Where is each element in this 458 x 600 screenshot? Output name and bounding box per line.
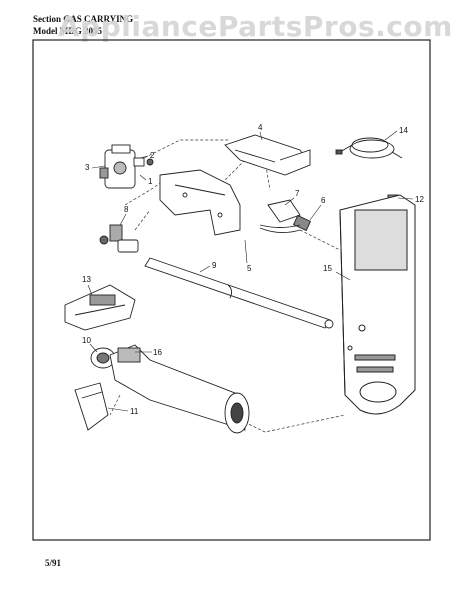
gas-tray-part (64, 284, 136, 331)
callout-14: 14 (399, 126, 408, 135)
gas-valve-part (99, 144, 154, 189)
callout-1: 1 (148, 177, 153, 186)
callout-labels: 1 2 3 4 5 6 7 8 9 10 11 12 13 14 15 16 (82, 123, 424, 416)
callout-12: 12 (415, 195, 424, 204)
diagram-frame (32, 39, 431, 541)
callout-10: 10 (82, 336, 91, 345)
model-number: Model MDG 2055 (33, 26, 102, 36)
combustion-chamber-part (109, 344, 250, 434)
callout-leaders (87, 130, 414, 412)
heat-shield-part (74, 382, 109, 431)
igniter-part (259, 214, 312, 233)
section-title: Section GAS CARRYING (33, 14, 134, 24)
callout-7: 7 (295, 189, 300, 198)
callout-3: 3 (85, 163, 90, 172)
callout-9: 9 (212, 261, 217, 270)
valve-bracket-part (159, 169, 241, 236)
igniter-plate-part (267, 199, 301, 223)
callout-15: 15 (323, 264, 332, 273)
callout-13: 13 (82, 275, 91, 284)
footer-date: 5/91 (45, 558, 62, 568)
callout-16: 16 (153, 348, 162, 357)
callout-4: 4 (258, 123, 263, 132)
watermark-logo: AppliancePartsPros.com (58, 10, 453, 43)
callout-8: 8 (124, 205, 129, 214)
callout-11: 11 (130, 407, 139, 416)
burner-housing-part (339, 194, 416, 415)
coupler-part (90, 347, 116, 369)
fitting-part (99, 224, 139, 253)
callout-2: 2 (150, 151, 155, 160)
callout-6: 6 (321, 196, 326, 205)
wire-harness-part (335, 137, 403, 159)
burner-bracket-part (224, 134, 311, 176)
callout-5: 5 (247, 264, 252, 273)
burner-tube-part (144, 257, 334, 329)
